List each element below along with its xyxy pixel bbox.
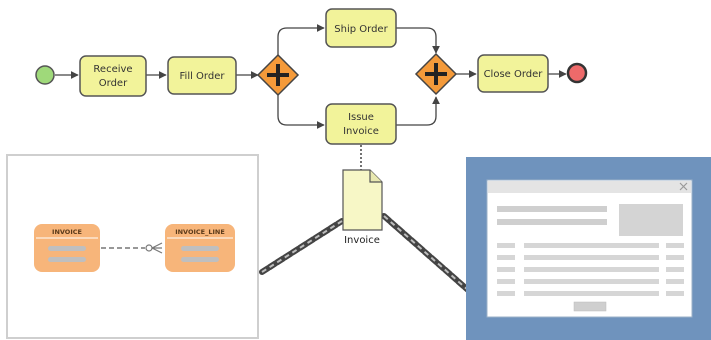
header-field-line — [497, 219, 607, 225]
entity-invoice-line[interactable]: INVOICE_LINE — [165, 224, 235, 272]
task-receive-order-label-line1: Receive — [93, 64, 132, 75]
header-field-line — [497, 206, 607, 212]
entity-invoice-line-title: INVOICE_LINE — [175, 228, 225, 236]
task-receive-order-label-line2: Order — [99, 78, 128, 89]
chain-left — [259, 218, 345, 275]
flow-split-to-ship — [277, 24, 325, 55]
task-close-order-label: Close Order — [484, 69, 544, 80]
window — [486, 179, 693, 318]
image-placeholder — [619, 204, 683, 236]
task-ship-order[interactable]: Ship Order — [325, 8, 397, 48]
flow-split-to-invoice — [277, 95, 325, 129]
task-fill-order[interactable]: Fill Order — [167, 56, 237, 95]
task-issue-invoice-label-line2: Invoice — [343, 126, 379, 137]
flow-invoice-to-join — [396, 96, 440, 126]
chain-right — [381, 213, 471, 293]
ui-form-panel — [466, 157, 711, 340]
window-titlebar — [488, 181, 691, 193]
task-receive-order[interactable]: Receive Order — [79, 55, 147, 97]
relationship-optional-marker — [145, 244, 153, 252]
task-fill-order-label: Fill Order — [180, 71, 226, 82]
end-event[interactable] — [566, 62, 588, 84]
entity-invoice[interactable]: INVOICE — [34, 224, 100, 272]
start-event[interactable] — [35, 65, 55, 85]
close-icon[interactable] — [679, 182, 688, 191]
parallel-gateway-join[interactable] — [414, 52, 458, 96]
data-model-panel: INVOICE INVOICE_LINE — [6, 154, 259, 339]
task-issue-invoice[interactable]: Issue Invoice — [325, 103, 397, 145]
task-close-order[interactable]: Close Order — [477, 54, 549, 93]
invoice-document-label: Invoice — [344, 235, 380, 246]
relationship-crowsfoot-marker — [151, 242, 163, 254]
parallel-gateway-split[interactable] — [256, 53, 300, 97]
plus-icon — [425, 63, 447, 85]
flow-connectors — [55, 24, 567, 129]
flow-ship-to-join — [396, 27, 440, 54]
task-ship-order-label: Ship Order — [334, 24, 388, 35]
form-button[interactable] — [573, 301, 607, 312]
invoice-document[interactable]: Invoice — [342, 169, 383, 246]
entity-invoice-title: INVOICE — [52, 228, 82, 236]
form-rows — [497, 243, 684, 296]
plus-icon — [267, 64, 289, 86]
task-issue-invoice-label-line1: Issue — [348, 112, 374, 123]
